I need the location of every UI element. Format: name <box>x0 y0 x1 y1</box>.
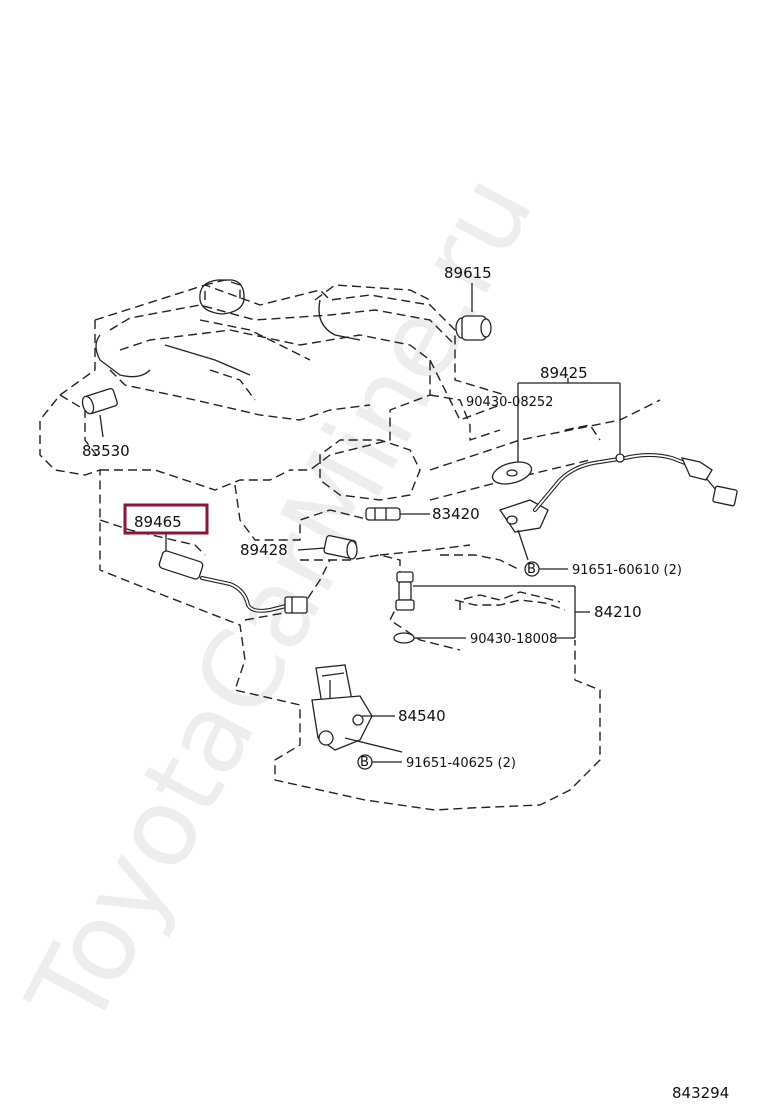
bolt-91651-60610: B <box>517 529 568 577</box>
bolt-mark-b: B <box>527 562 536 577</box>
bolt-91651-40625: B <box>357 754 402 770</box>
label-83420: 83420 <box>432 505 480 523</box>
label-89428: 89428 <box>240 541 288 559</box>
label-89615: 89615 <box>444 264 492 282</box>
leader-89425 <box>517 378 621 462</box>
engine-outline <box>39 279 661 811</box>
label-84540: 84540 <box>398 707 446 725</box>
label-90430-18008: 90430-18008 <box>470 632 557 647</box>
part-89465-sensor <box>158 533 308 614</box>
label-91651-60610: 91651-60610 (2) <box>572 563 682 578</box>
label-91651-40625: 91651-40625 (2) <box>406 756 516 771</box>
label-83530: 83530 <box>82 442 130 460</box>
part-89425-sensor <box>498 453 738 533</box>
part-83530-sensor <box>81 387 118 438</box>
part-84540-switch <box>311 664 403 753</box>
part-83420-sensor <box>365 507 430 521</box>
engine-contour <box>95 279 361 378</box>
label-89425: 89425 <box>540 364 588 382</box>
label-90430-08252: 90430-08252 <box>466 395 553 410</box>
gasket-90430-18008 <box>393 632 575 644</box>
bolt-mark-b-2: B <box>360 755 369 770</box>
part-84210-sensor <box>395 571 590 638</box>
part-89428-sensor <box>297 534 358 560</box>
gasket-90430-08252 <box>491 461 533 485</box>
label-89465: 89465 <box>134 513 182 531</box>
watermark-text: ToyotaCarMine.ru <box>4 155 558 1048</box>
diagram-number: 843294 <box>672 1084 729 1102</box>
part-89615-sensor <box>455 283 492 341</box>
label-84210: 84210 <box>594 603 642 621</box>
